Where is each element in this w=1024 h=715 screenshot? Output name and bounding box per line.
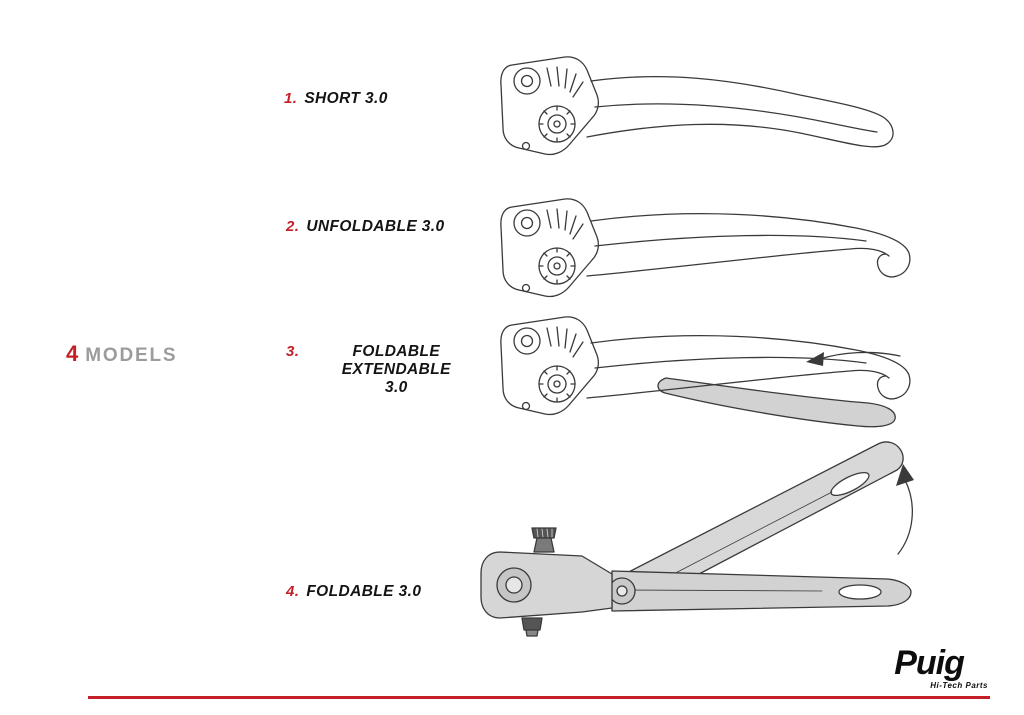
lever-mount — [500, 316, 599, 416]
model-name: SHORT 3.0 — [304, 90, 388, 107]
lever-mount — [500, 56, 599, 156]
model-number: 4. — [286, 583, 300, 600]
main-arm — [611, 570, 912, 612]
model-number: 3. — [286, 343, 300, 360]
lever-blade — [586, 75, 894, 148]
extendable-section — [657, 377, 896, 428]
model-number: 2. — [286, 218, 300, 235]
brand-logo: Puig Hi-Tech Parts — [894, 646, 988, 690]
model-name: UNFOLDABLE 3.0 — [306, 218, 445, 235]
lever-blade — [586, 335, 911, 400]
lever-short-illustration — [500, 56, 894, 156]
models-count: 4 — [66, 341, 79, 366]
models-word: MODELS — [85, 345, 178, 366]
lever-foldable-extendable-illustration — [500, 316, 911, 428]
fold-arrow — [896, 464, 914, 555]
brand-name: Puig — [894, 644, 965, 682]
lever-foldable-illustration — [480, 441, 914, 637]
model-item-1-label: 1. SHORT 3.0 — [284, 90, 388, 108]
lever-blade — [586, 213, 911, 278]
model-name: FOLDABLE 3.0 — [306, 583, 422, 600]
lever-mount — [500, 198, 599, 298]
model-item-2-label: 2. UNFOLDABLE 3.0 — [286, 218, 445, 236]
model-name: FOLDABLE EXTENDABLE 3.0 — [341, 343, 451, 396]
clamp — [480, 527, 613, 637]
model-number: 1. — [284, 90, 298, 107]
models-heading: 4 MODELS — [66, 341, 177, 367]
footer-divider — [88, 696, 990, 699]
model-item-3-label: 3. FOLDABLE EXTENDABLE 3.0 — [286, 343, 486, 397]
lever-unfoldable-illustration — [500, 198, 911, 298]
model-item-4-label: 4. FOLDABLE 3.0 — [286, 583, 421, 601]
extend-arrow — [806, 351, 901, 366]
brand-tagline: Hi-Tech Parts — [930, 681, 988, 690]
